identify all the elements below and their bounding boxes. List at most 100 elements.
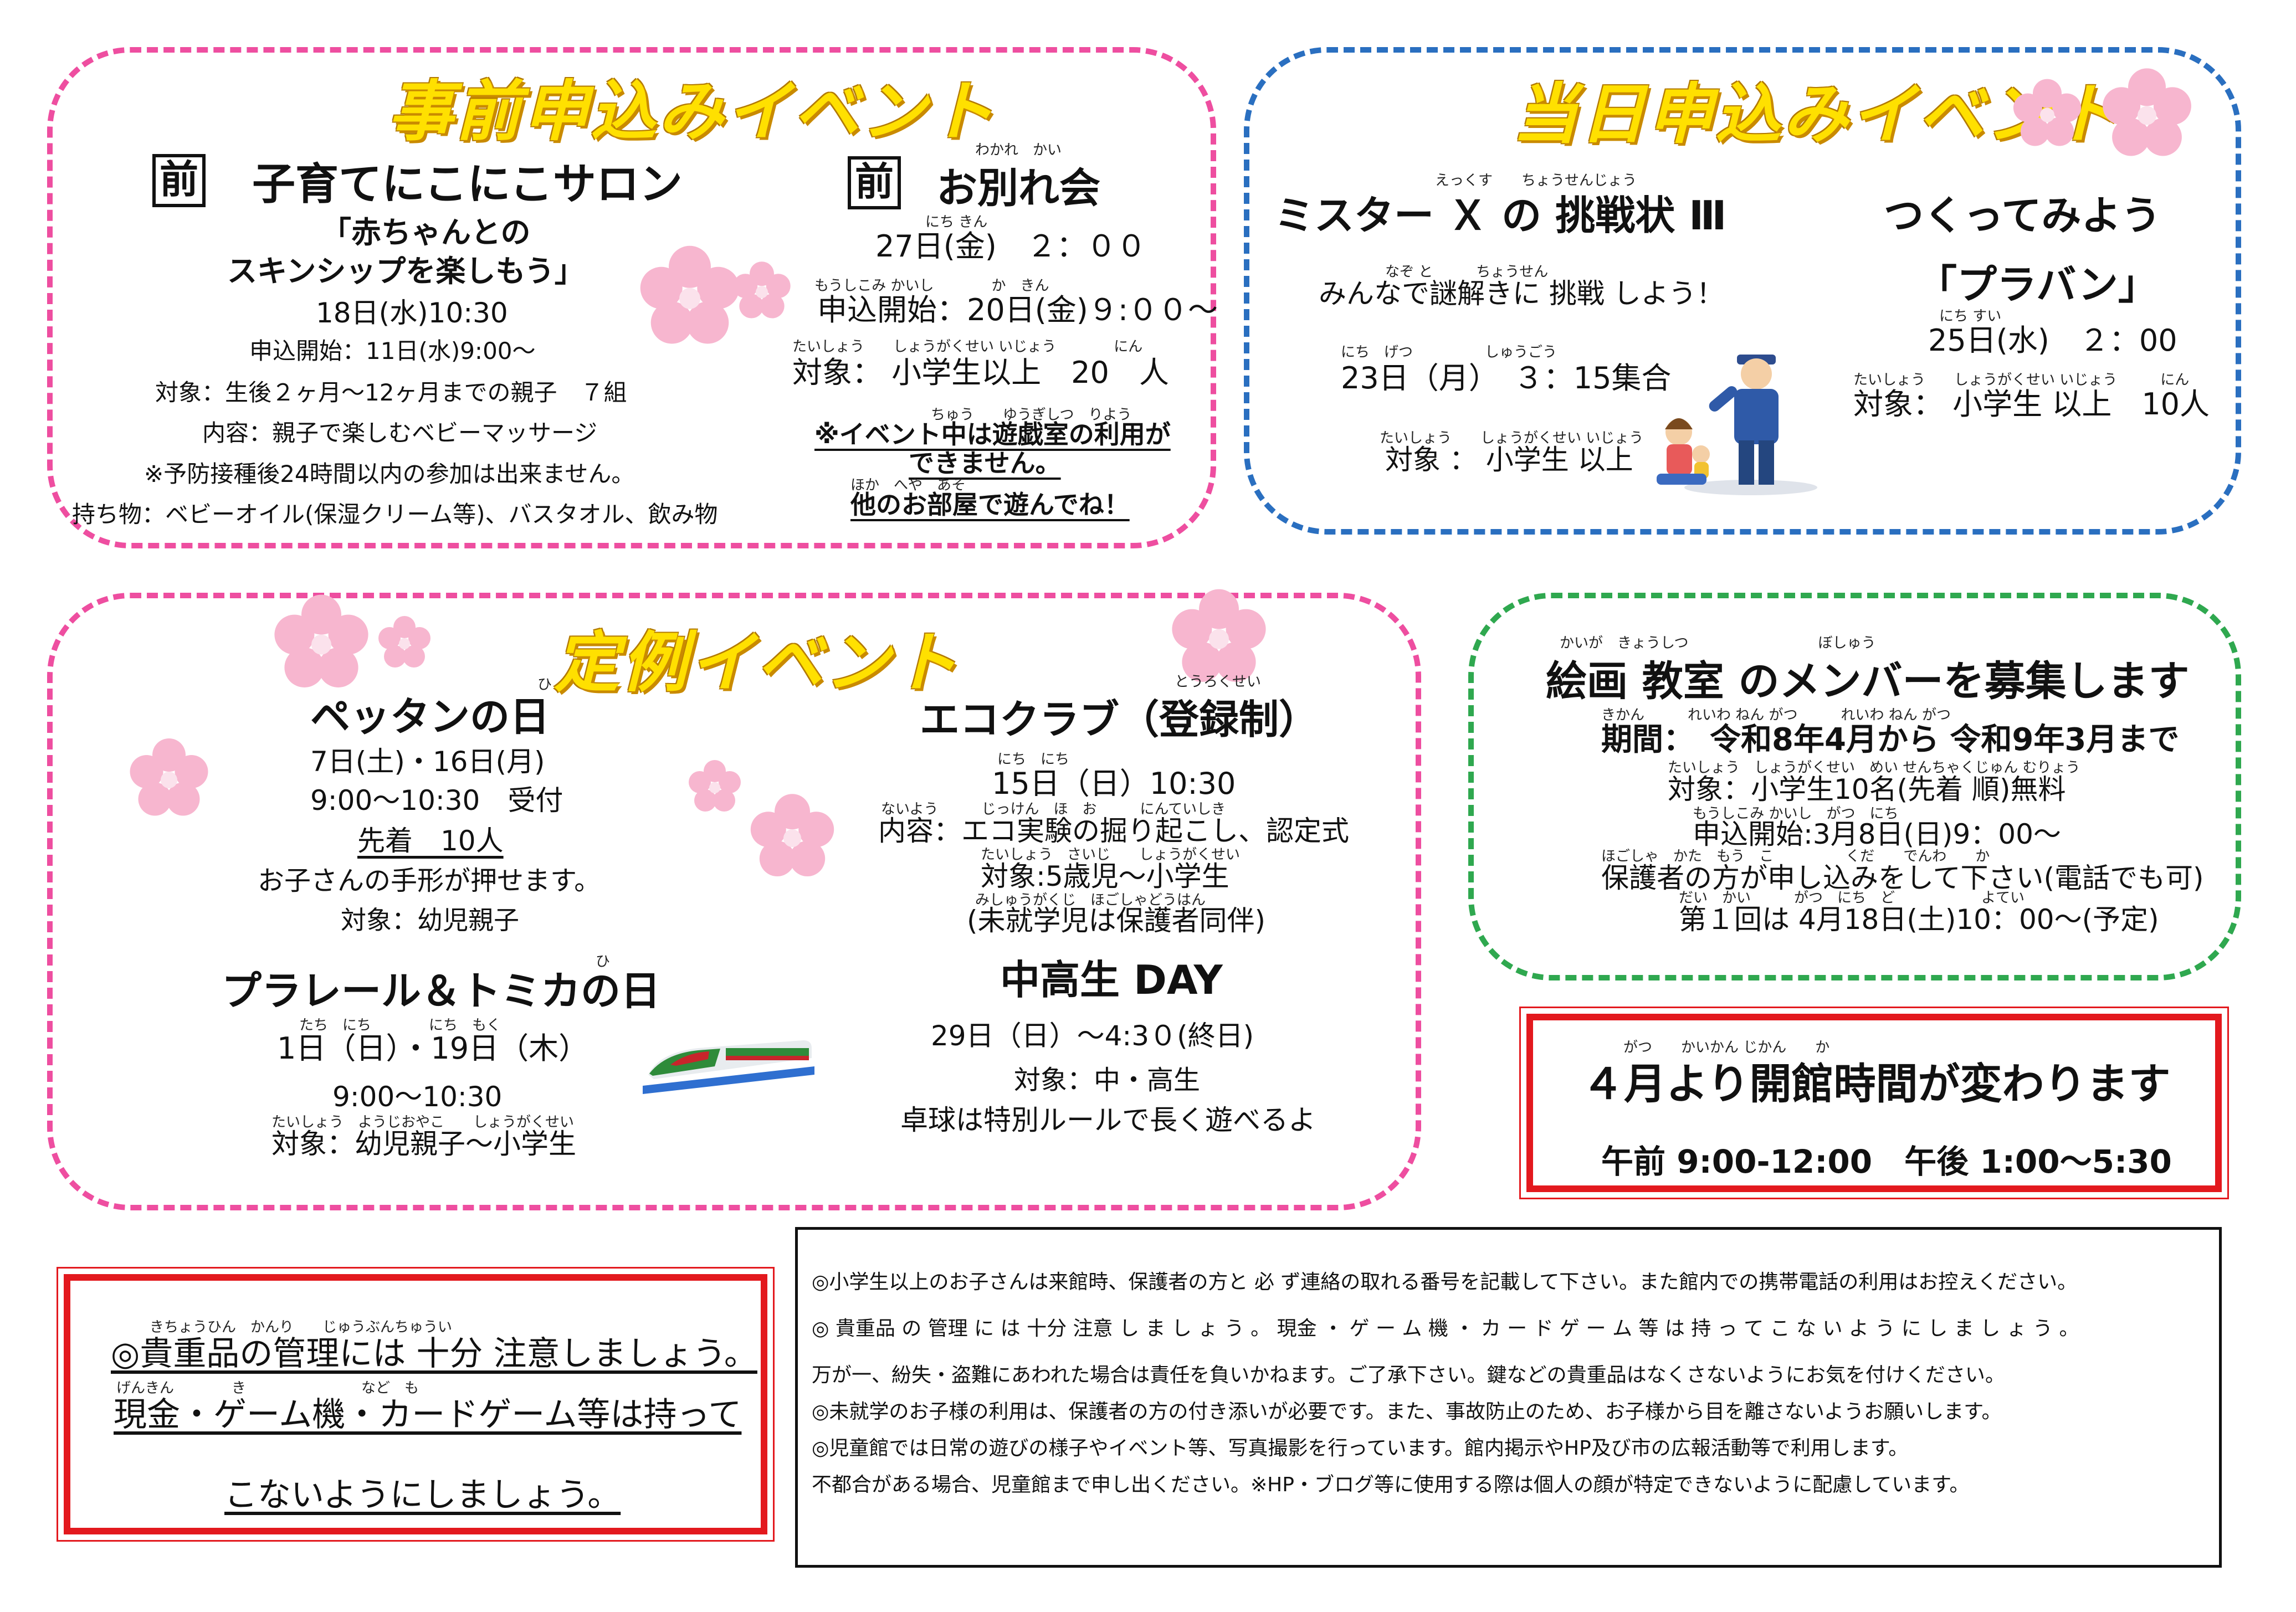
eco-content-ruby: ないよう じっけん ほ お にんていしき	[881, 801, 1226, 818]
note-line: ◎小学生以上のお子さんは来館時、保護者の方と 必 ず連絡の取れる番号を記載して下…	[812, 1271, 2078, 1293]
eco-target-ruby: たいしょう さいじ しょうがくせい	[981, 846, 1241, 863]
eco-date: 15日（日）10:30	[992, 766, 1236, 801]
art-class-panel	[1468, 593, 2241, 980]
eco-target: 対象:5歳児～小学生	[981, 860, 1229, 892]
plaban-date-ruby: にち すい	[1939, 308, 2002, 325]
art-first: 第１回は 4月18日(土)10：00～(予定)	[1679, 903, 2159, 936]
sameday-events-panel	[1244, 47, 2241, 535]
plarail-ruby: ひ	[596, 953, 611, 970]
salon-sub1: 「赤ちゃんとの	[321, 215, 531, 250]
flower-icon	[2103, 68, 2191, 156]
notes-list: ◎小学生以上のお子さんは来館時、保護者の方と 必 ず連絡の取れる番号を記載して下…	[812, 1266, 2208, 1505]
plaban-title: つくってみよう	[1884, 192, 2161, 239]
farewell-note3: 他のお部屋で遊んでね！	[850, 490, 1130, 520]
hours-times: 午前 9:00-12:00 午後 1:00～5:30	[1601, 1143, 2172, 1180]
regular-events-title: 定例イベント	[554, 624, 960, 701]
eco-ruby: とうろくせい	[1175, 674, 1262, 690]
plarail-date: 1日（日）・19日（木）	[277, 1031, 589, 1066]
valuables-ruby2: げんきん き など も	[116, 1380, 419, 1397]
farewell-apply-ruby: もうしこみ かいし か きん	[814, 278, 1049, 294]
farewell-date: 27日(金) ２：００	[875, 229, 1146, 264]
teen-title: 中高生 DAY	[1000, 957, 1223, 1003]
art-apply-ruby: もうしこみ かいし がつ にち	[1693, 805, 1899, 822]
farewell-target: 対象： 小学生以上 20 人	[792, 355, 1169, 390]
art-target-ruby: たいしょう しょうがくせい めい せんちゃくじゅん むりょう	[1668, 759, 2080, 776]
note-line: 不都合がある場合、児童館まで申し出ください。※HP・ブログ等に使用する際は個人の…	[812, 1474, 1970, 1496]
eco-date-ruby: にち にち	[997, 751, 1070, 768]
farewell-note2: できません。	[909, 448, 1061, 478]
salon-items: 持ち物：ベビーオイル(保湿クリーム等)、バスタオル、飲み物	[72, 501, 718, 528]
hours-title: ４月より開館時間が変わります	[1582, 1059, 2171, 1108]
flower-icon	[274, 594, 368, 687]
plarail-time: 9:00～10:30	[332, 1081, 503, 1113]
guide-illustration	[1657, 355, 1817, 495]
pettan-target: 対象：幼児親子	[341, 905, 519, 935]
mrx-date: 23日（月） ３：15集合	[1341, 361, 1672, 396]
mrx-desc: みんなで謎解きに 挑戦 しよう！	[1319, 278, 1724, 310]
salon-sub2: スキンシップを楽しもう」	[227, 254, 585, 289]
teen-target: 対象：中・高生	[1014, 1065, 1201, 1096]
valuables-line1: ◎貴重品の管理には 十分 注意しましょう。	[111, 1334, 757, 1373]
note-line: ◎ 貴重品 の 管理 に は 十分 注意 し ま し ょ う 。 現金 ・ ゲ …	[812, 1317, 2079, 1340]
teen-desc: 卓球は特別ルールで長く遊べるよ	[900, 1104, 1316, 1136]
flower-icon	[733, 261, 791, 319]
note-line: 万が一、紛失・盗難にあわれた場合は責任を負いかねます。ご了承下さい。鍵などの貴重…	[812, 1364, 2005, 1387]
salon-note: ※予防接種後24時間以内の参加は出来ません。	[144, 460, 635, 487]
art-title: 絵画 教室 のメンバーを募集します	[1546, 658, 2190, 705]
art-apply: 申込開始:3月8日(日)9：00～	[1693, 818, 2061, 850]
advance-mark: 前	[152, 154, 206, 207]
pettan-date: 7日(土)・16日(月)	[310, 746, 545, 778]
valuables-box	[57, 1267, 775, 1542]
eco-title: エコクラブ（登録制）	[920, 696, 1319, 743]
art-target: 対象：小学生10名(先着 順)無料	[1668, 773, 2066, 805]
farewell-note3-ruby: ほか へや あそ	[850, 477, 966, 494]
pettan-time: 9:00～10:30 受付	[310, 784, 563, 817]
plaban-target: 対象： 小学生 以上 10人	[1853, 387, 2210, 422]
flower-icon	[2013, 79, 2082, 146]
salon-title: 子育てにこにこサロン	[252, 160, 683, 209]
plarail-target: 対象：幼児親子～小学生	[271, 1128, 576, 1160]
flower-icon	[1172, 589, 1266, 682]
plarail-date-ruby: たち にち にち もく	[299, 1017, 501, 1034]
art-guardian-ruby: ほごしゃ かた もう こ くだ でんわ か	[1601, 848, 1990, 865]
flower-icon	[130, 738, 208, 816]
art-first-ruby: だい かい がつ にち ど よてい	[1679, 890, 2025, 906]
flower-icon	[640, 245, 740, 344]
plaban-date: 25日(水) ２：00	[1928, 323, 2177, 358]
pettan-first: 先着 10人	[357, 825, 504, 857]
pettan-ruby: ひ	[537, 676, 552, 693]
farewell-mark: 前	[848, 156, 901, 209]
plarail-target-ruby: たいしょう ようじおやこ しょうがくせい	[271, 1114, 575, 1131]
farewell-note1: ※イベント中は遊戯室の利用が	[814, 419, 1171, 449]
farewell-title: お別れ会	[936, 165, 1100, 212]
art-title-ruby: かいが きょうしつ ぼしゅう	[1560, 635, 1876, 651]
notes-box	[795, 1227, 2222, 1568]
salon-date: 18日(水)10:30	[316, 297, 508, 329]
mrx-desc-ruby: なぞ と ちょうせん	[1385, 264, 1549, 280]
advance-events-title: 事前申込みイベント	[388, 73, 997, 150]
art-period-ruby: きかん れいわ ねん がつ れいわ ねん がつ	[1601, 707, 1951, 723]
pettan-desc: お子さんの手形が押せます。	[258, 865, 601, 896]
hours-box	[1519, 1007, 2229, 1199]
mrx-date-ruby: にち げつ しゅうごう	[1341, 344, 1557, 361]
art-guardian: 保護者の方が申し込みをして下さい(電話でも可)	[1601, 862, 2204, 894]
farewell-apply: 申込開始：20日(金)９:００～	[817, 292, 1218, 327]
valuables-line2: 現金・ゲーム機・カードゲーム等は持って	[114, 1395, 742, 1434]
note-line: ◎児童館では日常の遊びの様子やイベント等、写真撮影を行っています。館内掲示やHP…	[812, 1437, 1909, 1460]
plaban-name: 「プラバン」	[1917, 261, 2158, 308]
plaban-target-ruby: たいしょう しょうがくせい いじょう にん	[1853, 372, 2190, 388]
eco-content: 内容：エコ実験の掘り起こし、認定式	[878, 815, 1349, 847]
mrx-title: ミスター Ｘ の 挑戦状 Ⅲ	[1274, 192, 1727, 239]
flower-icon	[378, 616, 430, 668]
art-period: 期間： 令和8年4月から 令和9年3月まで	[1601, 722, 2180, 758]
mrx-ruby: えっくす ちょうせんじょう	[1435, 172, 1637, 189]
salon-target: 対象：生後２ヶ月～12ヶ月までの親子 ７組	[155, 379, 627, 406]
pettan-title: ペッタンの日	[310, 694, 550, 740]
flower-icon	[689, 760, 741, 812]
valuables-ruby1: きちょうひん かんり じゅうぶんちゅうい	[150, 1319, 453, 1336]
train-icon	[643, 1040, 814, 1094]
teen-date: 29日（日）～4:3０(終日)	[931, 1020, 1254, 1052]
farewell-target-ruby: たいしょう しょうがくせい いじょう にん	[792, 338, 1143, 355]
plarail-title: プラレール＆トミカの日	[222, 968, 661, 1014]
note-line: ◎未就学のお子様の利用は、保護者の方の付き添いが必要です。また、事故防止のため、…	[812, 1400, 2002, 1423]
